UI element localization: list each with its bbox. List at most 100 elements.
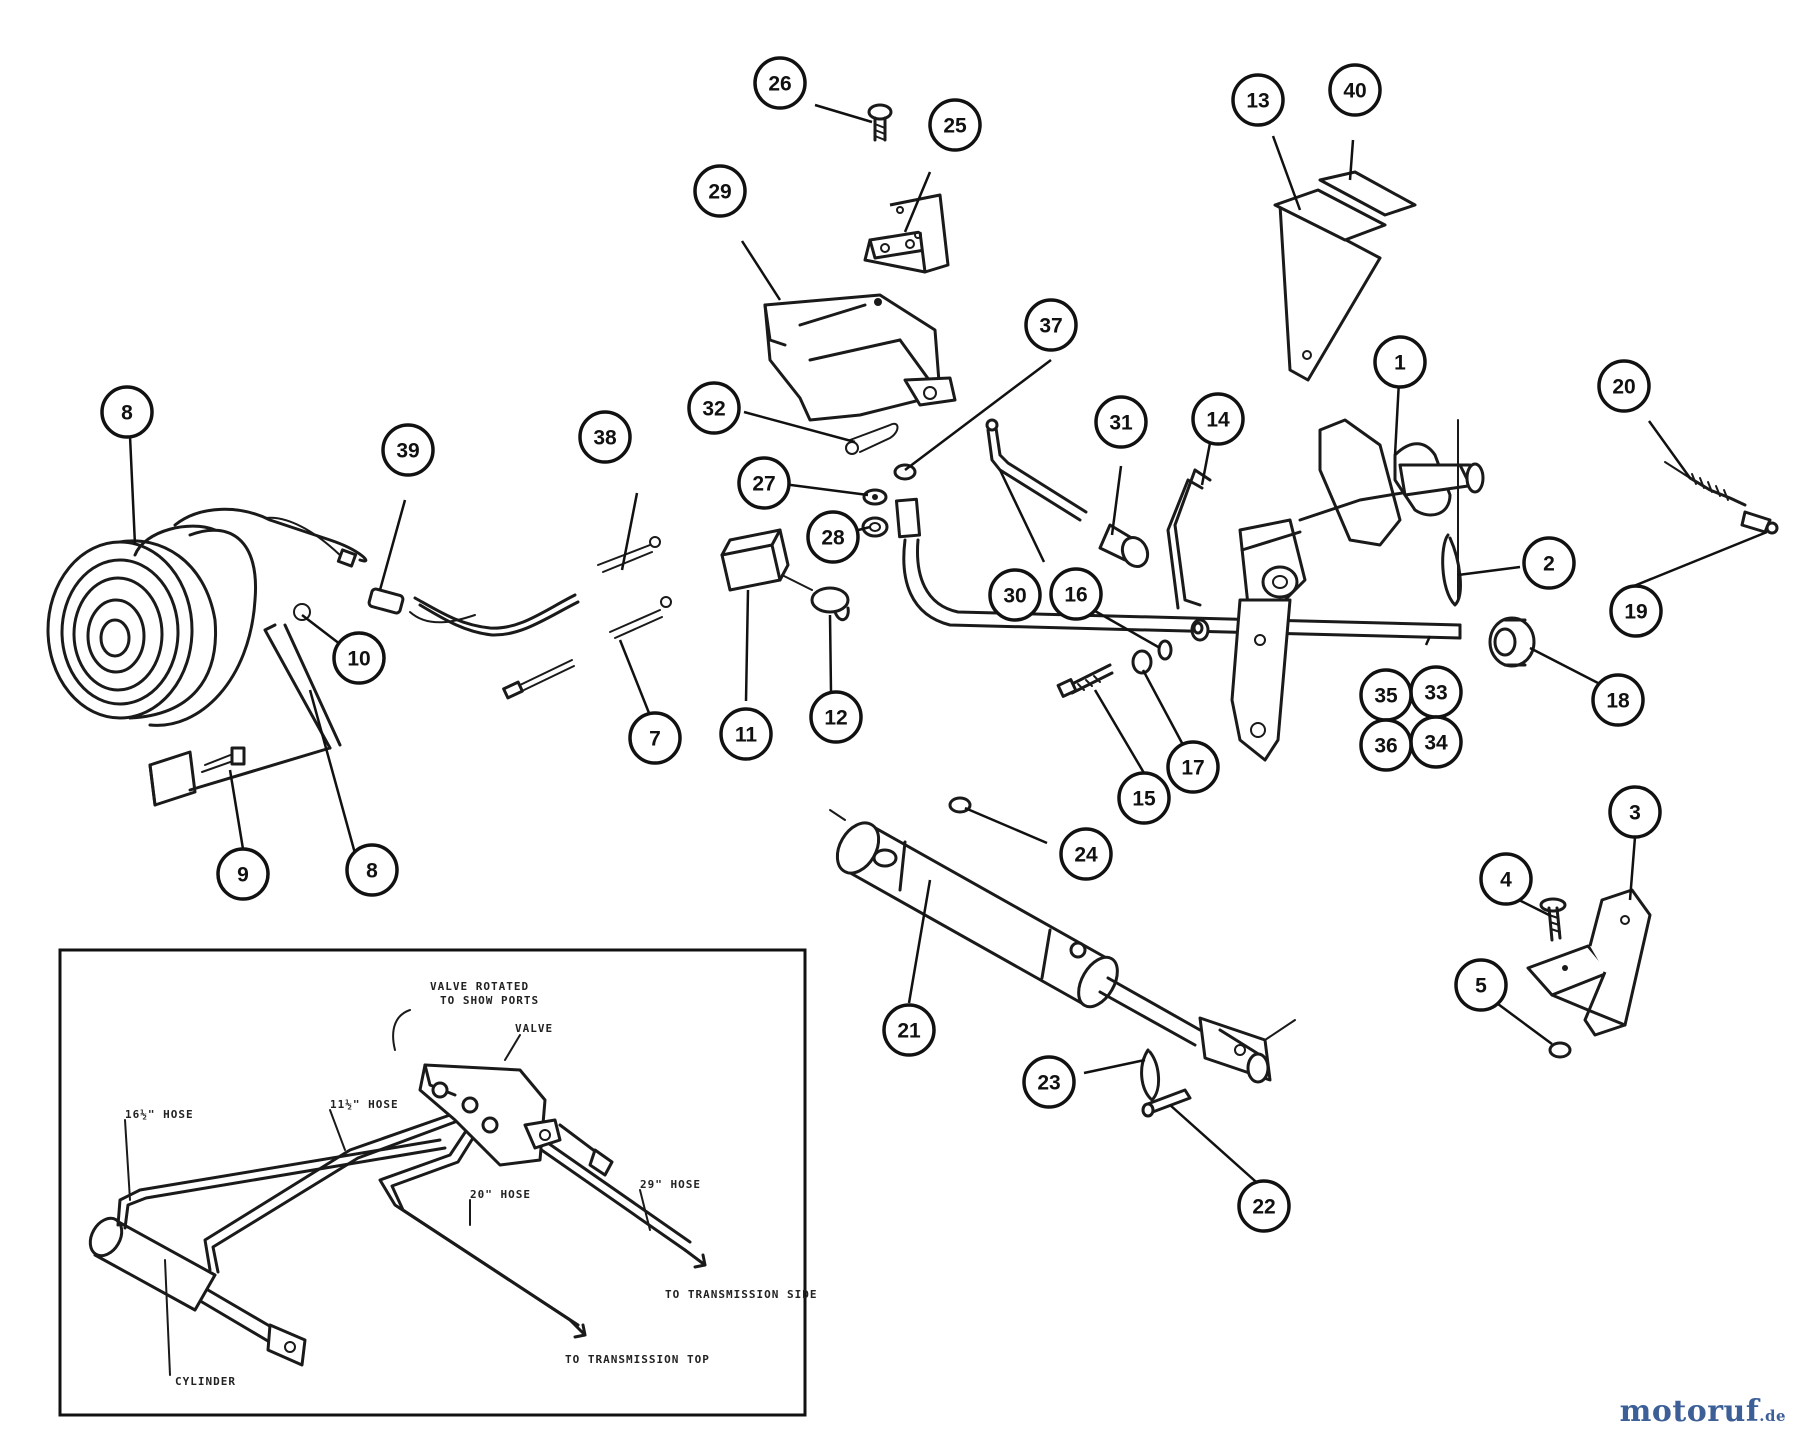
inset-label-cylinder: CYLINDER (175, 1375, 236, 1388)
svg-text:12: 12 (824, 707, 847, 730)
motoruf-watermark: motoruf.de (1620, 1394, 1786, 1429)
pivot-hardware (1056, 419, 1462, 698)
lever-rod-14 (1166, 468, 1212, 610)
callout-15: 15 (1117, 771, 1171, 825)
hydraulic-hose-33 (894, 497, 1462, 640)
callout-20: 20 (1597, 359, 1651, 413)
svg-text:31: 31 (1109, 412, 1133, 435)
svg-text:10: 10 (347, 648, 370, 671)
small-hardware-valve (845, 422, 917, 538)
svg-text:21: 21 (897, 1020, 921, 1043)
callout-18: 18 (1591, 673, 1645, 727)
svg-text:4: 4 (1500, 869, 1512, 892)
inset-label-valve: VALVE (515, 1022, 553, 1035)
bolt-26 (867, 103, 893, 142)
callout-27: 27 (737, 456, 791, 510)
inset-label-to-show-ports: TO SHOW PORTS (440, 994, 539, 1007)
callout-21: 21 (882, 1003, 936, 1057)
callout-12: 12 (809, 690, 863, 744)
svg-text:18: 18 (1606, 690, 1630, 713)
callout-1: 1 (1373, 335, 1427, 389)
callout-2: 2 (1522, 536, 1576, 590)
svg-text:33: 33 (1424, 682, 1447, 705)
callout-29: 29 (693, 164, 747, 218)
svg-text:24: 24 (1074, 844, 1098, 867)
svg-text:35: 35 (1374, 685, 1398, 708)
inset-label-valve-rotated: VALVE ROTATED (430, 980, 529, 993)
hydraulic-cylinder-21 (829, 796, 1296, 1084)
callout-24: 24 (1059, 827, 1113, 881)
watermark-brand: motoruf (1619, 1394, 1760, 1429)
svg-text:36: 36 (1374, 735, 1397, 758)
inset-label-hose-11: 11½" HOSE (330, 1098, 399, 1111)
callout-38: 38 (578, 410, 632, 464)
seal-18 (1488, 616, 1536, 668)
callout-10: 10 (332, 631, 386, 685)
hydraulic-circuit-inset: VALVE ROTATED TO SHOW PORTS VALVE 16½" H… (58, 948, 817, 1417)
pin-and-clip (1140, 1048, 1192, 1118)
svg-text:3: 3 (1629, 802, 1641, 825)
callout-3: 3 (1608, 785, 1662, 839)
svg-text:13: 13 (1246, 90, 1269, 113)
mounting-bracket-3 (1526, 888, 1652, 1059)
svg-text:15: 15 (1132, 788, 1156, 811)
callout-32: 32 (687, 381, 741, 435)
callout-7: 7 (628, 711, 682, 765)
valve-bracket-25 (863, 193, 950, 274)
callout-22: 22 (1237, 1179, 1291, 1233)
svg-text:17: 17 (1181, 757, 1204, 780)
pivot-arm-assembly-1 (1230, 418, 1485, 762)
callout-17: 17 (1166, 740, 1220, 794)
callout-19: 19 (1609, 584, 1663, 638)
callout-11: 11 (719, 707, 773, 761)
callout-30: 30 (988, 568, 1042, 622)
callout-5: 5 (1454, 958, 1508, 1012)
svg-text:25: 25 (943, 115, 967, 138)
svg-text:8: 8 (366, 860, 378, 883)
watermark-tld: .de (1759, 1407, 1786, 1425)
callout-16: 16 (1049, 567, 1103, 621)
callout-39: 39 (381, 423, 435, 477)
fitting-and-spring (1664, 461, 1779, 535)
inset-label-hose-20: 20" HOSE (470, 1188, 531, 1201)
svg-text:39: 39 (396, 440, 419, 463)
svg-text:2: 2 (1543, 553, 1555, 576)
callout-28: 28 (806, 510, 860, 564)
svg-text:1: 1 (1394, 352, 1406, 375)
svg-text:32: 32 (702, 398, 725, 421)
control-valve-29 (763, 293, 957, 422)
callout-14: 14 (1191, 392, 1245, 446)
svg-text:11: 11 (735, 724, 758, 747)
callout-8a: 8 (100, 385, 154, 439)
control-lever-30 (985, 418, 1150, 569)
svg-text:22: 22 (1252, 1196, 1275, 1219)
callout-9: 9 (216, 847, 270, 901)
svg-text:14: 14 (1206, 409, 1230, 432)
inset-label-to-transmission-side: TO TRANSMISSION SIDE (665, 1288, 817, 1301)
ignition-switch (720, 528, 850, 622)
svg-text:34: 34 (1424, 732, 1448, 755)
svg-text:37: 37 (1039, 315, 1062, 338)
svg-text:26: 26 (768, 73, 791, 96)
callout-25: 25 (928, 98, 982, 152)
clutch-anchor-rod (148, 603, 342, 807)
callout-23: 23 (1022, 1055, 1076, 1109)
callout-35: 35 (1359, 668, 1413, 722)
callout-leaders (128, 103, 1768, 1190)
electric-clutch-pulley (46, 507, 368, 727)
svg-text:7: 7 (649, 728, 661, 751)
callout-26: 26 (753, 56, 807, 110)
svg-text:38: 38 (593, 427, 617, 450)
callout-34: 34 (1409, 715, 1463, 769)
callout-13: 13 (1231, 73, 1285, 127)
bracket-13-40 (1273, 170, 1417, 382)
svg-text:23: 23 (1037, 1072, 1060, 1095)
callout-4: 4 (1479, 852, 1533, 906)
callout-37: 37 (1024, 298, 1078, 352)
wire-connector-39 (367, 587, 580, 637)
svg-text:28: 28 (821, 527, 845, 550)
svg-text:9: 9 (237, 864, 249, 887)
callout-31: 31 (1094, 395, 1148, 449)
svg-text:5: 5 (1475, 975, 1487, 998)
